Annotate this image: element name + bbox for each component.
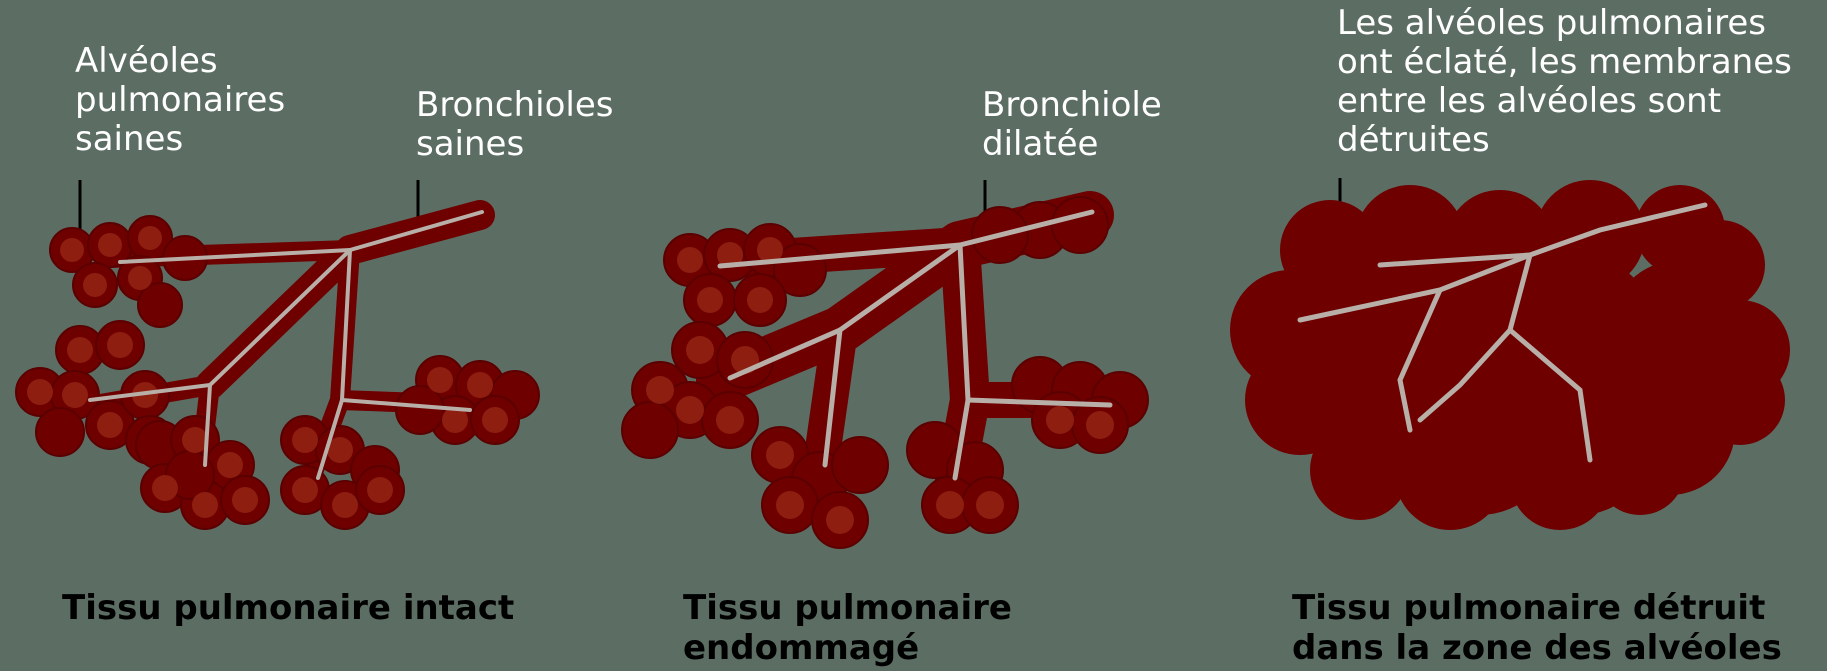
panel-damaged-tissue: [622, 197, 1148, 548]
panel-intact-tissue: [16, 212, 539, 529]
panel-destroyed-tissue: [1230, 180, 1790, 530]
destroyed-tissue-mass: [1230, 180, 1790, 530]
alveolus-clusters-intact: [16, 216, 539, 529]
caption-destroyed-tissue: Tissu pulmonaire détruit dans la zone de…: [1292, 588, 1782, 668]
caption-damaged-tissue: Tissu pulmonaire endommagé: [683, 588, 1012, 668]
caption-intact-tissue: Tissu pulmonaire intact: [62, 588, 514, 628]
